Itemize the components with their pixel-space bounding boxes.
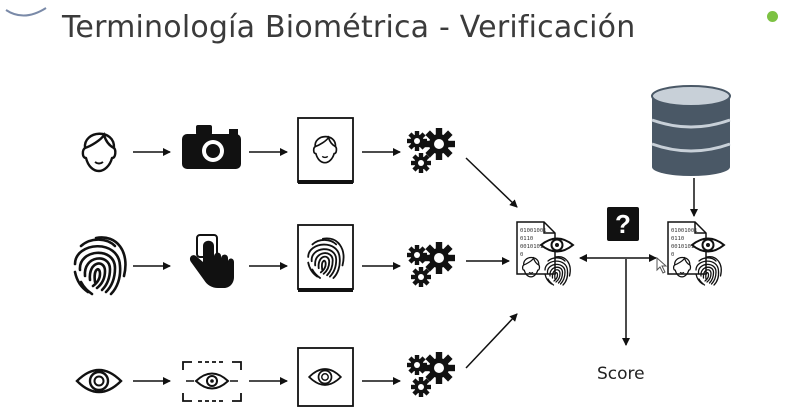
face-icon: [81, 132, 117, 173]
enrolled-biometric-document-icon: [668, 222, 724, 285]
camera-icon: [182, 125, 241, 169]
gears-icon: [407, 128, 455, 173]
fingerprint-template-icon: [297, 224, 354, 292]
arrow: [465, 313, 518, 369]
gears-icon: [407, 352, 455, 397]
finger-touch-icon: [189, 234, 234, 288]
arrow: [465, 157, 518, 208]
accent-dot: [767, 11, 778, 22]
mouse-cursor-icon: [656, 256, 668, 274]
slide-title: Terminología Biométrica - Verificación: [62, 10, 636, 45]
eye-icon: [75, 368, 123, 394]
svg-text:?: ?: [615, 209, 631, 239]
query-biometric-document-icon: [517, 222, 573, 285]
fingerprint-icon: [73, 236, 127, 296]
face-template-icon: [297, 117, 354, 184]
score-label: Score: [597, 364, 645, 384]
eye-scan-icon: [182, 361, 242, 402]
corner-arc-decoration: [5, 7, 47, 17]
database-icon: [651, 85, 731, 176]
question-mark-icon: ?: [607, 207, 639, 241]
eye-template-icon: [297, 347, 354, 407]
gears-icon: [407, 242, 455, 287]
